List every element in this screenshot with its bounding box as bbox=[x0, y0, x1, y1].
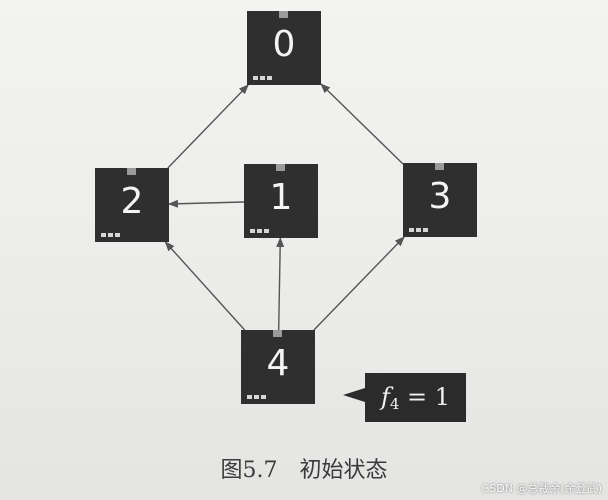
callout-pointer bbox=[343, 388, 365, 402]
formula-value: 1 bbox=[434, 383, 451, 411]
node-3: 3 bbox=[403, 163, 477, 237]
node-4: 4 bbox=[241, 330, 315, 404]
node-label: 1 bbox=[269, 177, 293, 218]
node-label: 3 bbox=[428, 176, 452, 217]
figure-title: 初始状态 bbox=[299, 458, 388, 483]
node-tab-mark bbox=[276, 164, 285, 171]
node-dots-mark bbox=[253, 76, 272, 80]
figure-caption: 图5.7 初始状态 bbox=[0, 452, 608, 484]
formula-subscript: 4 bbox=[389, 395, 400, 413]
callout-formula: f4 = 1 bbox=[365, 382, 466, 419]
node-label: 4 bbox=[266, 343, 290, 384]
node-dots-mark bbox=[409, 228, 428, 232]
node-1: 1 bbox=[244, 164, 318, 238]
node-dots-mark bbox=[250, 229, 269, 233]
node-label: 0 bbox=[272, 24, 296, 65]
node-label: 2 bbox=[120, 181, 144, 222]
edge-4-to-3 bbox=[313, 236, 405, 331]
watermark: CSDN @总裁余(余登武) bbox=[481, 482, 602, 495]
edge-1-to-2 bbox=[168, 199, 245, 208]
node-tab-mark bbox=[273, 330, 282, 337]
node-tab-mark bbox=[435, 163, 444, 170]
node-0: 0 bbox=[247, 11, 321, 85]
formula-operator: = bbox=[407, 383, 428, 411]
figure-number: 图5.7 bbox=[220, 458, 278, 483]
node-dots-mark bbox=[247, 395, 266, 399]
node-2: 2 bbox=[95, 168, 169, 242]
edge-4-to-1 bbox=[276, 237, 285, 331]
edge-4-to-2 bbox=[164, 241, 246, 331]
node-tab-mark bbox=[279, 11, 288, 18]
node-tab-mark bbox=[127, 168, 136, 175]
formula-function: f bbox=[380, 383, 390, 411]
node-4-value-callout: f4 = 1 bbox=[343, 373, 466, 422]
node-dots-mark bbox=[101, 233, 120, 237]
edge-2-to-0 bbox=[167, 84, 249, 169]
edge-3-to-0 bbox=[320, 83, 404, 165]
